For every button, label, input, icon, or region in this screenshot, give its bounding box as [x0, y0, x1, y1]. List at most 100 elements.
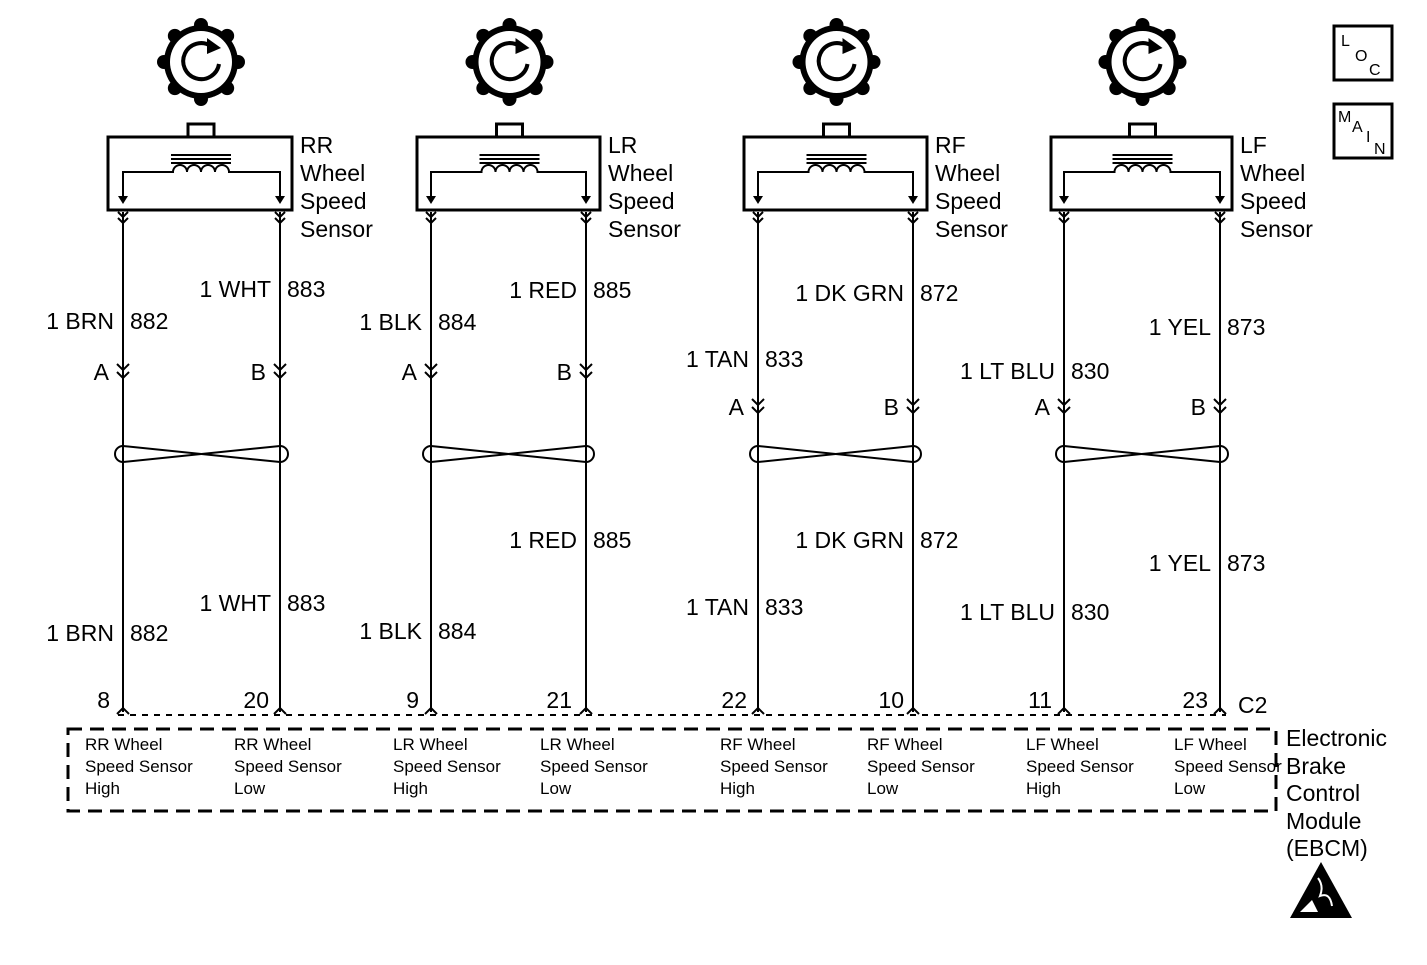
connector-chevron	[907, 217, 919, 225]
connector-chevron	[906, 398, 920, 407]
pin-chevron	[751, 706, 765, 715]
module-pin-description: Speed Sensor	[1026, 757, 1134, 776]
module-pin-description: RF Wheel	[720, 735, 796, 754]
rotation-arrowhead	[1148, 38, 1163, 54]
rotation-arrow	[816, 41, 857, 82]
connector-chevron	[752, 211, 764, 219]
module-pin-description: Speed Sensor	[720, 757, 828, 776]
tone-wheel-icon	[157, 18, 245, 106]
module-pin-description: Low	[540, 779, 572, 798]
module-pin-description: Low	[234, 779, 266, 798]
loc-icon-letter: C	[1369, 62, 1381, 79]
wire-circuit-number: 882	[130, 620, 168, 646]
connector-chevron	[274, 211, 286, 219]
rotation-arrowhead	[207, 38, 221, 54]
wire-circuit-number: 833	[765, 346, 803, 372]
ebcm-module: C2 Electronic Brake Control Module (EBCM…	[66, 692, 1387, 861]
twisted-pair	[749, 445, 922, 463]
arrowhead	[118, 196, 128, 204]
sensor-label-line: Speed	[608, 188, 675, 214]
arrowhead	[275, 196, 285, 204]
sensor-label-line: Speed	[300, 188, 367, 214]
sensor-tab	[495, 122, 524, 139]
wire-circuit-number: 833	[765, 594, 803, 620]
module-pin-description: Speed Sensor	[85, 757, 193, 776]
module-pin-description: LF Wheel	[1174, 735, 1247, 754]
arrowhead	[753, 196, 763, 204]
arrowhead	[908, 196, 918, 204]
connector-chevron	[906, 406, 920, 415]
connector-chevron	[580, 211, 592, 219]
arrowhead	[581, 196, 591, 204]
twist-end	[114, 445, 124, 463]
module-label-line: Electronic	[1286, 725, 1387, 751]
wire-color-label: 1 BRN	[46, 308, 114, 334]
wire-color-label: 1 DK GRN	[795, 280, 904, 306]
module-label-line: Control	[1286, 780, 1360, 806]
connector-chevron	[117, 211, 129, 219]
twist-end	[912, 445, 922, 463]
tone-wheel-face	[170, 31, 232, 93]
twist-line	[122, 445, 281, 463]
loc-icon-letter: L	[1341, 33, 1350, 50]
connector-chevron	[1058, 217, 1070, 225]
module-pin-description: High	[1026, 779, 1061, 798]
connector-chevron	[752, 217, 764, 225]
loc-icon-letter: O	[1355, 48, 1367, 65]
main-icon-letter: M	[1338, 109, 1351, 126]
wire-color-label: 1 WHT	[199, 590, 271, 616]
connector-cavity-label: B	[1191, 394, 1206, 420]
sensor-body	[1049, 135, 1234, 212]
arrowhead	[1215, 196, 1225, 204]
twist-line	[1063, 445, 1221, 463]
module-label-line: Brake	[1286, 753, 1346, 779]
sensor-label-line: Wheel	[935, 160, 1000, 186]
pin-number: 9	[406, 687, 419, 713]
connector-chevron	[580, 217, 592, 225]
sensor-label-line: Speed	[1240, 188, 1307, 214]
connector-chevron	[579, 371, 593, 380]
esd-sensitive-icon	[1290, 862, 1352, 918]
wire-color-label: 1 YEL	[1149, 314, 1211, 340]
sensor-label-line: Wheel	[608, 160, 673, 186]
connector-cavity-label: A	[1035, 394, 1051, 420]
module-pin-description: Speed Sensor	[234, 757, 342, 776]
wire-circuit-number: 885	[593, 527, 631, 553]
pin-chevron	[424, 706, 438, 715]
pin-number: 10	[878, 687, 904, 713]
pin-chevron	[116, 706, 130, 715]
module-pin-description: Low	[1174, 779, 1206, 798]
twist-end	[279, 445, 289, 463]
sensor-label-line: Sensor	[300, 216, 373, 242]
wire-circuit-number: 872	[920, 280, 958, 306]
module-pin-description: High	[393, 779, 428, 798]
tone-wheel-icon	[792, 18, 881, 106]
sensor-body	[742, 135, 929, 212]
wire-circuit-number: 882	[130, 308, 168, 334]
pin-chevron	[1057, 706, 1071, 715]
twist-line	[430, 445, 587, 463]
wire-color-label: 1 RED	[509, 277, 577, 303]
coil-winding	[430, 164, 587, 202]
connector-cavity-label: B	[251, 359, 266, 385]
rotation-arrowhead	[842, 38, 857, 54]
connector-chevron	[1213, 398, 1227, 407]
coil-winding	[1063, 164, 1221, 202]
wire-color-label: 1 LT BLU	[960, 358, 1055, 384]
connector-chevron	[116, 363, 130, 372]
pin-number: 8	[97, 687, 110, 713]
module-pin-description: RR Wheel	[234, 735, 311, 754]
twist-end	[749, 445, 759, 463]
connector-chevron	[907, 211, 919, 219]
connector-chevron	[1214, 217, 1226, 225]
connector-chevron	[1057, 398, 1071, 407]
pin-number: 22	[721, 687, 747, 713]
sensor-label-line: RR	[300, 132, 333, 158]
sensor-label-line: Wheel	[1240, 160, 1305, 186]
twist-end	[422, 445, 432, 463]
module-pin-description: RR Wheel	[85, 735, 162, 754]
